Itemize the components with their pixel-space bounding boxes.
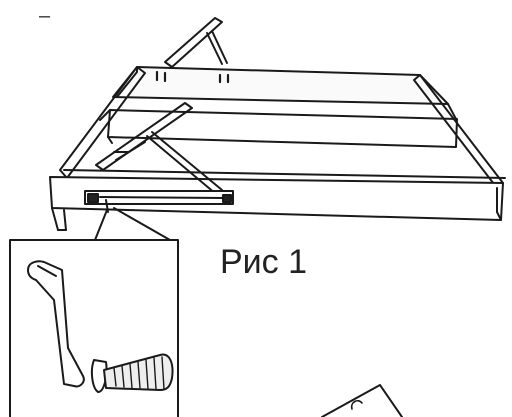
middle-divider xyxy=(107,109,458,148)
back-lift-mechanism xyxy=(164,17,228,68)
figure-caption: Рис 1 xyxy=(220,243,308,281)
partial-sheet xyxy=(321,384,403,417)
back-panel xyxy=(112,66,449,105)
mounting-bar xyxy=(84,190,234,205)
zoom-callout xyxy=(94,199,171,241)
crank-handle-icon xyxy=(27,260,174,393)
detail-box xyxy=(9,239,179,417)
front-rail xyxy=(49,169,506,231)
front-lift-mechanism xyxy=(95,102,223,195)
top-mark: – xyxy=(39,5,51,27)
mount-holes xyxy=(155,70,230,84)
